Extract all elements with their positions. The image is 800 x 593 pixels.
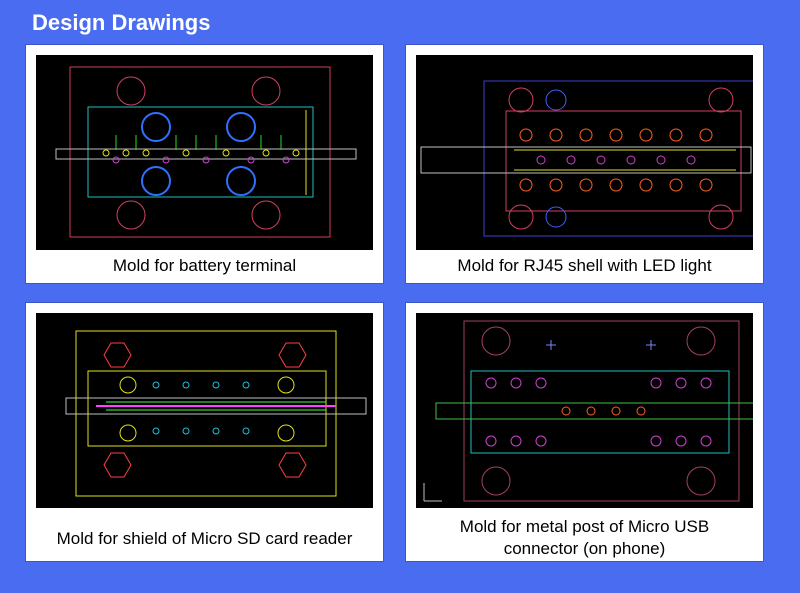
cad-drawing-svg <box>65 330 367 497</box>
card-caption: Mold for shield of Micro SD card reader <box>56 529 353 548</box>
card-rj45-shell: Mold for RJ45 shell with LED light <box>406 45 763 283</box>
card-micro-sd-shield: Mold for shield of Micro SD card reader <box>26 303 383 561</box>
cad-drawing-svg <box>55 66 357 238</box>
card-micro-usb-post: Mold for metal post of Micro USB connect… <box>406 303 763 561</box>
cad-drawing-battery-terminal <box>36 55 373 250</box>
card-caption: Mold for RJ45 shell with LED light <box>457 256 712 275</box>
caption-line: Mold for metal post of Micro USB <box>459 517 710 536</box>
cad-drawing-svg <box>420 80 753 237</box>
card-caption: Mold for battery terminal <box>112 256 297 275</box>
cad-drawing-micro-sd-shield <box>36 313 373 508</box>
cad-drawing-svg <box>423 320 753 502</box>
page-title: Design Drawings <box>32 10 211 35</box>
cad-drawing-micro-usb-post <box>416 313 753 508</box>
card-caption: Mold for metal post of Micro USB connect… <box>406 516 763 560</box>
caption-line: connector (on phone) <box>503 539 666 558</box>
card-battery-terminal: Mold for battery terminal <box>26 45 383 283</box>
cad-drawing-rj45-shell <box>416 55 753 250</box>
